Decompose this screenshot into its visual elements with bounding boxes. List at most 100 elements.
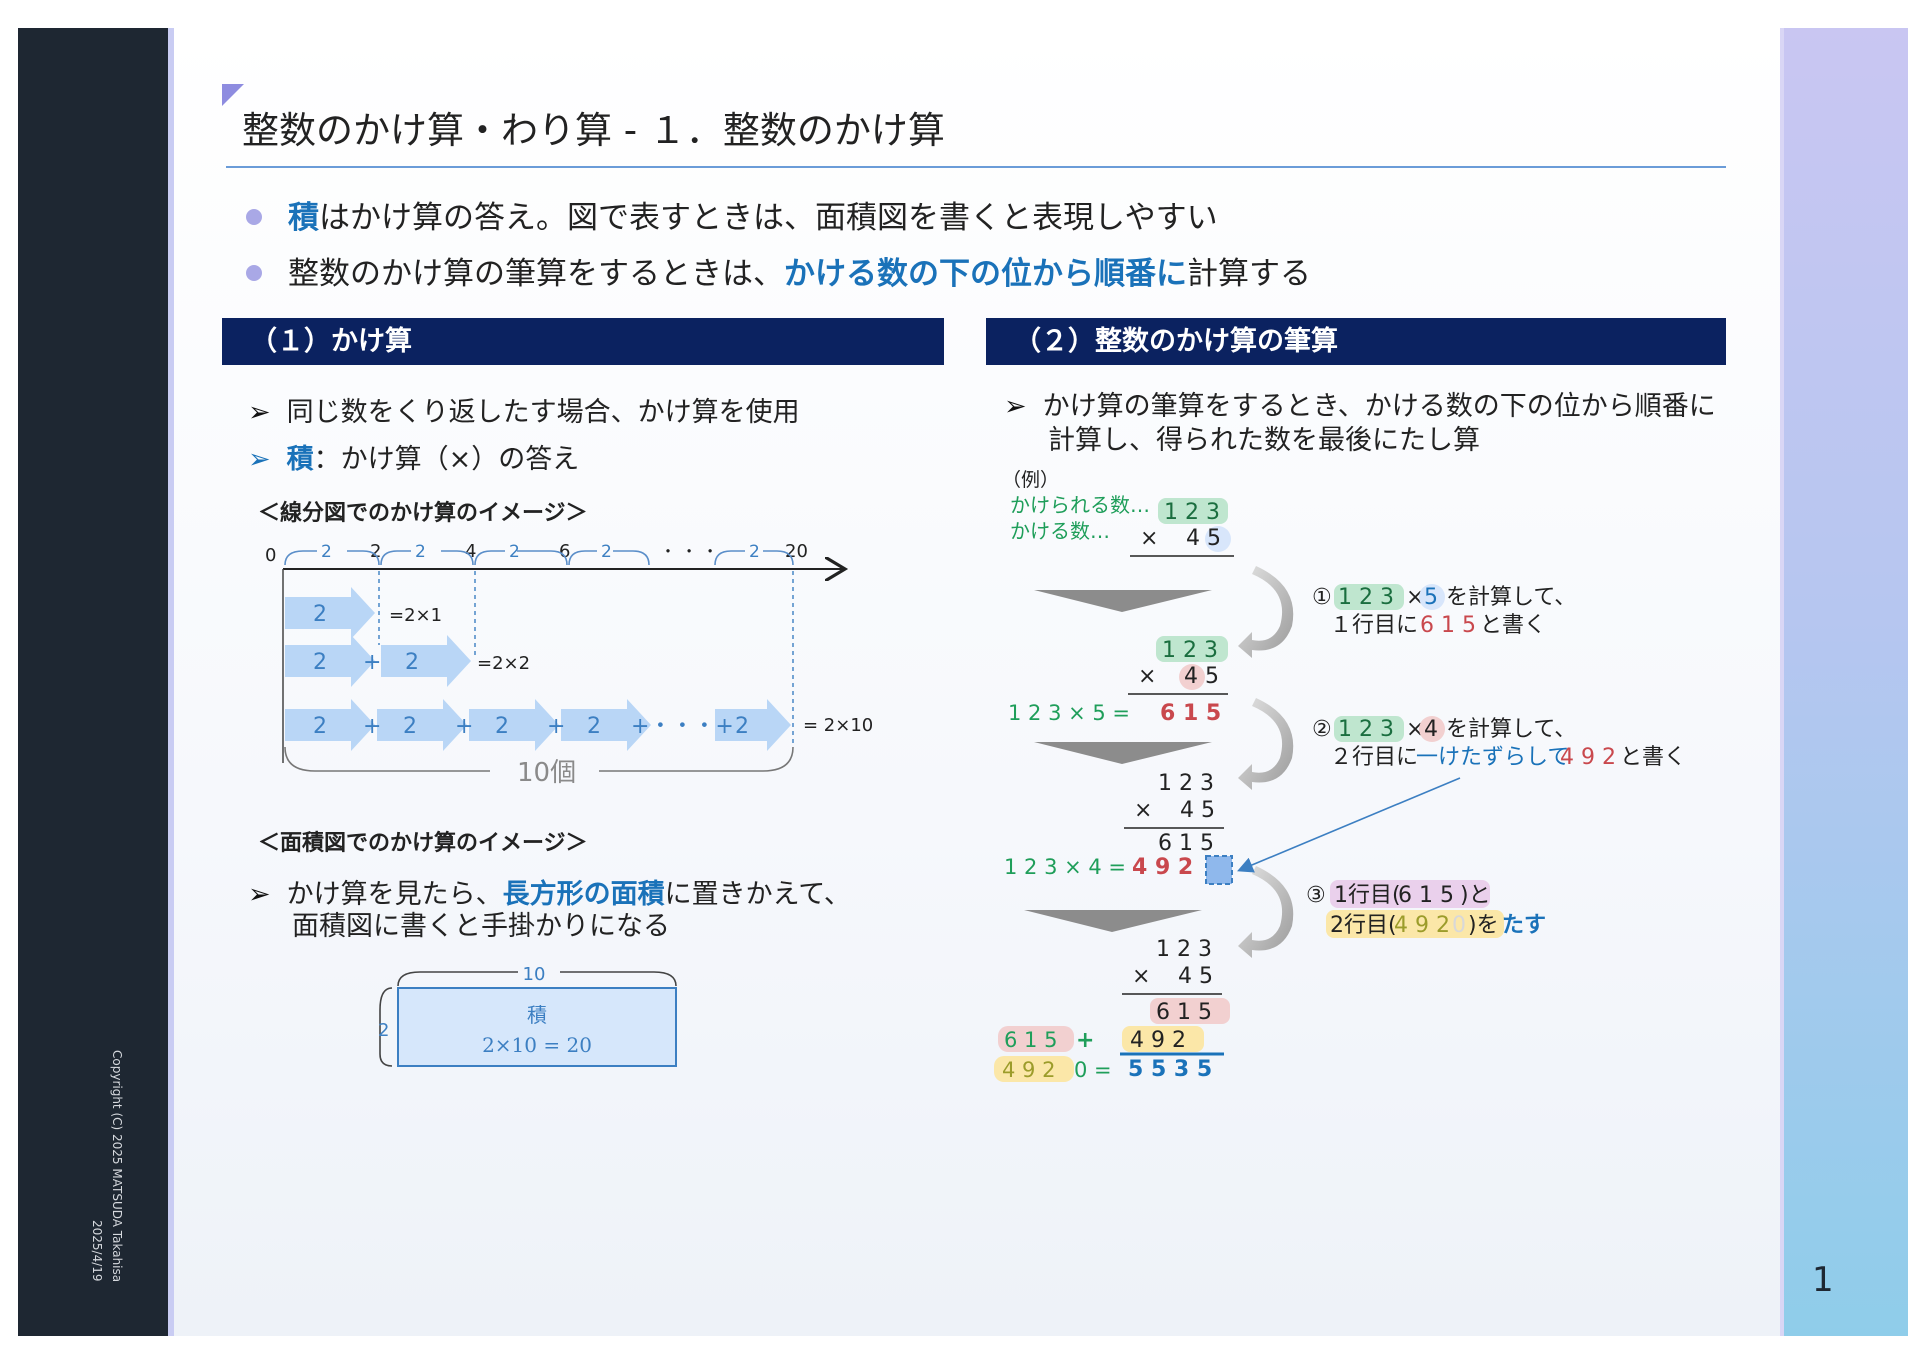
count-label: 10個 — [517, 758, 576, 788]
section-2-item-1-line-2: 計算し、得られた数を最後にたし算 — [1048, 425, 1480, 456]
final-result: 5 5 3 5 — [1128, 1057, 1212, 1082]
section-2-item-1-line-1: かけ算の筆算をするとき、かける数の下の位から順番に — [1042, 391, 1716, 422]
step-2-multiplicand: 1 2 3 — [1338, 717, 1394, 742]
row-615-highlight — [1150, 998, 1230, 1024]
step-1-multiplicand: 1 2 3 — [1338, 585, 1394, 610]
section-2-item-1: ➢かけ算の筆算をするとき、かける数の下の位から順番に — [1004, 384, 1716, 423]
left-sidebar — [18, 28, 168, 1336]
section-1-item-3-highlight: 長方形の面積 — [502, 879, 665, 910]
axis-dots: ・ ・ ・ — [660, 542, 718, 561]
tens-digit-highlight — [1179, 664, 1205, 690]
area-rectangle — [397, 987, 677, 1067]
sum-plus: + — [1076, 1028, 1094, 1053]
step-1-digit: 5 — [1424, 585, 1438, 610]
arrow-value: 2 — [587, 714, 601, 739]
segment-label: 2 — [601, 542, 612, 562]
step-3-add-label: たす — [1502, 913, 1546, 938]
page-title: 整数のかけ算・わり算 - １．整数のかけ算 — [242, 109, 945, 152]
line-segment-diagram: 0 2 4 6 20 ・ ・ ・ 2 2 2 2 2 2 =2×1 — [265, 541, 873, 788]
block-2-times: × — [1138, 664, 1156, 689]
step-1-digit-highlight — [1419, 584, 1445, 610]
step-1-result: 6 1 5 — [1420, 613, 1476, 638]
segment-label: 2 — [749, 542, 760, 562]
row-2-arrows: 2 + 2 — [285, 635, 471, 687]
sum-b: 4 9 2 — [1002, 1058, 1055, 1082]
step-3-line-1-highlight — [1330, 880, 1490, 908]
section-1-item-3-pre: かけ算を見たら、 — [286, 879, 503, 910]
plus-sign: + — [455, 714, 473, 739]
step-1-line-2-end: と書く — [1480, 613, 1546, 638]
block-4-row-615: 6 1 5 — [1156, 1000, 1212, 1025]
date-text: 2025/4/19 — [90, 1220, 104, 1282]
arrow-bullet-icon: ➢ — [248, 444, 271, 475]
row-3-equation: = 2×10 — [803, 715, 873, 736]
curved-arrow-2-icon — [1238, 698, 1294, 790]
bullet-1: 積はかけ算の答え。図で表すときは、面積図を書くと表現しやすい — [246, 192, 1218, 237]
step-1-text: を計算して、 — [1446, 585, 1576, 610]
arrow-value: 2 — [495, 714, 509, 739]
section-1-item-2-highlight: 積 — [286, 444, 314, 475]
bullet-2-highlight: かける数の下の位から順番に — [784, 256, 1187, 292]
step-2-digit-highlight — [1419, 716, 1445, 742]
block-4-multiplicand: 1 2 3 — [1156, 937, 1212, 962]
sum-b-zero: 0 = — [1074, 1058, 1112, 1082]
bullet-2-post: 計算する — [1187, 256, 1311, 292]
block-3-multiplier: 4 5 — [1180, 798, 1215, 823]
step-3-number: ③ — [1306, 883, 1326, 908]
height-label: 2 — [378, 1020, 389, 1041]
step-2-result: 4 9 2 — [1560, 745, 1616, 770]
bullet-1-highlight: 積 — [288, 200, 319, 236]
step-3-line-2-start: 2行目( — [1330, 913, 1397, 938]
arrow-bullet-icon: ➢ — [248, 879, 271, 910]
width-label: 10 — [523, 964, 546, 985]
section-1-item-2: ➢ 積：かけ算（×）の答え — [248, 437, 579, 476]
plus-sign: + — [363, 650, 381, 675]
title-divider — [226, 166, 1726, 168]
bullet-2: 整数のかけ算の筆算をするときは、かける数の下の位から順番に計算する — [246, 248, 1311, 293]
step-3-line-1-value: 6 1 5 — [1398, 883, 1454, 908]
step-1-highlight — [1334, 584, 1404, 610]
block-4-multiplier: 4 5 — [1178, 964, 1213, 989]
area-formula: 2×10 = 20 — [482, 1033, 592, 1057]
ellipsis: +・・・+ — [631, 714, 734, 739]
section-1-item-1: ➢同じ数をくり返したす場合、かけ算を使用 — [248, 390, 800, 429]
step-3-line-2-value: 4 9 2 — [1394, 913, 1450, 938]
axis-label-6: 6 — [559, 541, 570, 562]
step-2-times: × — [1406, 717, 1424, 742]
area-diagram-heading: ＜面積図でのかけ算のイメージ＞ — [258, 831, 588, 856]
curved-arrow-1-icon — [1238, 566, 1294, 658]
copyright-text: Copyright (C) 2025 MATSUDA Takahisa — [110, 1050, 124, 1283]
plus-sign: + — [547, 714, 565, 739]
page-number: 1 — [1812, 1260, 1834, 1300]
arrow-value: 2 — [735, 714, 749, 739]
multiplication-algorithm-diagram: （例） かけられる数… かける数… 1 2 3 × 4 5 1 2 3 × 4 … — [994, 469, 1686, 1082]
multiplicand-highlight — [1158, 498, 1228, 524]
ones-digit-highlight — [1205, 526, 1231, 552]
step-1-number: ① — [1312, 585, 1332, 610]
section-1-item-1-text: 同じ数をくり返したす場合、かけ算を使用 — [286, 397, 800, 428]
step-2-highlight — [1334, 716, 1404, 742]
row-492-highlight — [1122, 1026, 1204, 1052]
row-2-equation: =2×2 — [477, 653, 530, 674]
step-2-number: ② — [1312, 717, 1332, 742]
axis-label-4: 4 — [465, 541, 476, 562]
times-sign: × — [1140, 526, 1158, 551]
axis-label-20: 20 — [785, 541, 808, 562]
shifted-blank-box — [1205, 855, 1233, 885]
block-4-times: × — [1132, 964, 1150, 989]
section-1-header: （１）かけ算 — [222, 318, 944, 365]
step-2-digit: 4 — [1424, 717, 1438, 742]
bottom-brace — [284, 746, 794, 772]
section-1-item-2-text: ：かけ算（×）の答え — [313, 444, 580, 475]
row-1-arrows: 2 — [285, 587, 375, 639]
area-title: 積 — [527, 1003, 547, 1027]
sum-a: 6 1 5 — [1004, 1028, 1057, 1052]
height-brace — [379, 987, 393, 1067]
sum-a-highlight — [998, 1026, 1074, 1052]
down-triangle-1 — [1034, 590, 1212, 612]
arrow-value: 2 — [403, 714, 417, 739]
block-2-multiplier: 4 5 — [1184, 664, 1219, 689]
right-accent-strip — [1780, 28, 1784, 1336]
segment-label: 2 — [509, 542, 520, 562]
